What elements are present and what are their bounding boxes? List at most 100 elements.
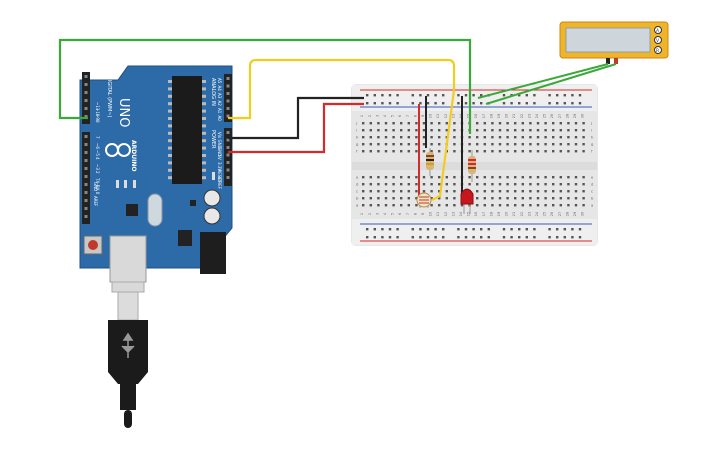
digital-pin-hole[interactable]: [84, 99, 88, 102]
rail-hole[interactable]: [434, 94, 437, 97]
breadboard-hole[interactable]: [415, 204, 418, 207]
breadboard-hole[interactable]: [483, 136, 486, 139]
rail-hole[interactable]: [556, 94, 559, 97]
rail-hole[interactable]: [578, 94, 582, 97]
rail-hole[interactable]: [381, 228, 384, 231]
breadboard-hole[interactable]: [468, 150, 471, 153]
breadboard-hole[interactable]: [407, 176, 410, 179]
breadboard-hole[interactable]: [506, 129, 509, 132]
breadboard-hole[interactable]: [514, 143, 517, 146]
breadboard-hole[interactable]: [422, 143, 426, 146]
breadboard-hole[interactable]: [453, 150, 456, 153]
breadboard-hole[interactable]: [438, 183, 441, 186]
breadboard-hole[interactable]: [552, 150, 555, 153]
breadboard-hole[interactable]: [506, 136, 509, 139]
breadboard-hole[interactable]: [552, 122, 555, 125]
breadboard-hole[interactable]: [407, 122, 410, 125]
breadboard-hole[interactable]: [430, 143, 433, 146]
breadboard-hole[interactable]: [392, 122, 395, 125]
breadboard-hole[interactable]: [491, 136, 494, 139]
rail-hole[interactable]: [388, 94, 392, 97]
digital-pin-hole[interactable]: [84, 107, 88, 110]
breadboard-hole[interactable]: [415, 176, 418, 179]
red-led[interactable]: [460, 188, 474, 214]
analog-pin-hole[interactable]: [226, 107, 230, 110]
breadboard-hole[interactable]: [559, 197, 562, 200]
breadboard-hole[interactable]: [559, 176, 562, 179]
breadboard-hole[interactable]: [521, 122, 524, 125]
rail-hole[interactable]: [571, 102, 574, 105]
breadboard-hole[interactable]: [552, 183, 555, 186]
breadboard-hole[interactable]: [400, 190, 403, 193]
rail-hole[interactable]: [518, 228, 521, 231]
rail-hole[interactable]: [548, 94, 551, 97]
rail-hole[interactable]: [578, 236, 582, 239]
breadboard-hole[interactable]: [529, 143, 532, 146]
rail-hole[interactable]: [373, 102, 376, 105]
power-pin-hole[interactable]: [226, 138, 230, 142]
breadboard-hole[interactable]: [384, 129, 388, 132]
breadboard-hole[interactable]: [407, 129, 410, 132]
breadboard-hole[interactable]: [369, 143, 372, 146]
breadboard-hole[interactable]: [552, 190, 555, 193]
breadboard-hole[interactable]: [369, 190, 372, 193]
breadboard-hole[interactable]: [544, 183, 547, 186]
breadboard-hole[interactable]: [498, 143, 502, 146]
breadboard-hole[interactable]: [559, 190, 562, 193]
breadboard-hole[interactable]: [559, 122, 562, 125]
breadboard-hole[interactable]: [384, 204, 388, 207]
breadboard-hole[interactable]: [453, 136, 456, 139]
rail-hole[interactable]: [525, 102, 528, 105]
breadboard-hole[interactable]: [574, 129, 578, 132]
breadboard-hole[interactable]: [567, 204, 570, 207]
analog-pin-hole[interactable]: [226, 99, 230, 103]
breadboard-hole[interactable]: [453, 197, 456, 200]
breadboard-hole[interactable]: [483, 176, 486, 179]
breadboard-hole[interactable]: [377, 150, 380, 153]
breadboard-hole[interactable]: [536, 150, 540, 153]
breadboard-hole[interactable]: [544, 204, 547, 207]
rail-hole[interactable]: [381, 94, 384, 97]
rail-hole[interactable]: [426, 228, 430, 231]
breadboard-hole[interactable]: [369, 197, 372, 200]
breadboard-hole[interactable]: [498, 129, 502, 132]
breadboard-hole[interactable]: [567, 183, 570, 186]
power-pin-hole[interactable]: [226, 176, 230, 179]
breadboard-hole[interactable]: [445, 122, 448, 125]
power-pin-hole[interactable]: [226, 131, 230, 134]
rail-hole[interactable]: [426, 236, 430, 239]
breadboard-hole[interactable]: [415, 150, 418, 153]
breadboard-hole[interactable]: [506, 183, 509, 186]
rail-hole[interactable]: [480, 236, 483, 239]
rail-hole[interactable]: [366, 94, 369, 97]
rail-hole[interactable]: [480, 94, 483, 97]
breadboard-hole[interactable]: [438, 204, 441, 207]
breadboard-hole[interactable]: [476, 143, 479, 146]
breadboard-hole[interactable]: [491, 150, 494, 153]
breadboard-hole[interactable]: [400, 129, 403, 132]
breadboard-hole[interactable]: [559, 183, 562, 186]
digital-pin-hole[interactable]: [84, 143, 88, 146]
breadboard-hole[interactable]: [369, 136, 372, 139]
breadboard-hole[interactable]: [384, 176, 388, 179]
breadboard-hole[interactable]: [491, 129, 494, 132]
breadboard-hole[interactable]: [430, 136, 433, 139]
breadboard-hole[interactable]: [476, 150, 479, 153]
breadboard-hole[interactable]: [445, 204, 448, 207]
digital-pin-hole[interactable]: [84, 83, 88, 86]
power-pin-hole[interactable]: [226, 153, 230, 157]
breadboard-hole[interactable]: [483, 143, 486, 146]
breadboard-hole[interactable]: [377, 176, 380, 179]
rail-hole[interactable]: [563, 236, 566, 239]
breadboard-hole[interactable]: [498, 204, 502, 207]
breadboard-hole[interactable]: [498, 150, 502, 153]
rail-hole[interactable]: [381, 236, 384, 239]
breadboard-hole[interactable]: [483, 190, 486, 193]
breadboard-hole[interactable]: [529, 176, 532, 179]
breadboard-hole[interactable]: [407, 143, 410, 146]
breadboard-hole[interactable]: [514, 122, 517, 125]
digital-pin-hole[interactable]: [84, 175, 88, 178]
breadboard-hole[interactable]: [514, 190, 517, 193]
breadboard-hole[interactable]: [574, 176, 578, 179]
rail-hole[interactable]: [373, 228, 376, 231]
